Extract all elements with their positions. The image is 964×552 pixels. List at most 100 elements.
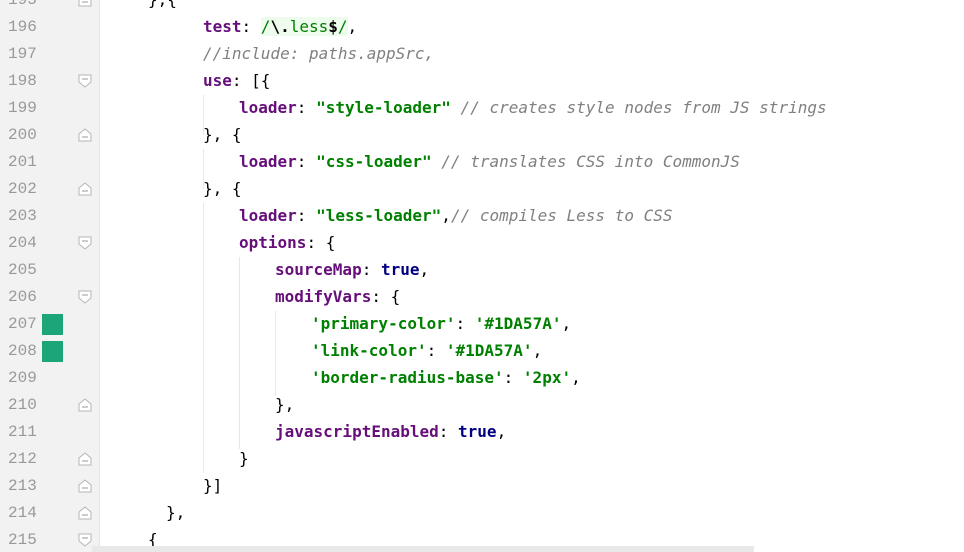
code-line[interactable]: 211 javascriptEnabled: true, — [0, 419, 964, 446]
code-comment: // compiles Less to CSS — [450, 206, 673, 225]
fold-close-icon[interactable] — [78, 0, 92, 7]
code-text: }, { — [203, 179, 242, 198]
indent-guide — [275, 311, 276, 395]
code-line[interactable]: 202 }, { — [0, 176, 964, 203]
code-punctuation: , — [419, 260, 430, 279]
code-punctuation: : — [503, 368, 523, 387]
fold-close-icon[interactable] — [78, 452, 92, 466]
code-line[interactable]: 214 }, — [0, 500, 964, 527]
code-punctuation: , — [347, 17, 358, 36]
line-number: 215 — [8, 531, 37, 549]
code-text: 'link-color': '#1DA57A', — [311, 341, 542, 361]
string-literal: "less-loader" — [316, 206, 442, 225]
fold-open-icon[interactable] — [78, 236, 92, 250]
change-marker[interactable] — [42, 314, 63, 335]
change-marker[interactable] — [42, 341, 63, 362]
code-text: 'border-radius-base': '2px', — [311, 368, 581, 388]
line-number: 202 — [8, 180, 37, 198]
code-text: modifyVars: { — [275, 287, 400, 307]
code-line[interactable]: 208 'link-color': '#1DA57A', — [0, 338, 964, 365]
regex-anchor: $ — [328, 17, 338, 36]
code-line[interactable]: 213 }] — [0, 473, 964, 500]
fold-close-icon[interactable] — [78, 128, 92, 142]
code-line[interactable]: 199 loader: "style-loader" // creates st… — [0, 95, 964, 122]
regex-delimiter: / — [260, 17, 271, 36]
code-line[interactable]: 201 loader: "css-loader" // translates C… — [0, 149, 964, 176]
code-line[interactable]: 203 loader: "less-loader",// compiles Le… — [0, 203, 964, 230]
code-punctuation: : — [438, 422, 459, 441]
code-punctuation: : { — [371, 287, 401, 306]
regex-delimiter: / — [337, 17, 348, 36]
code-line[interactable]: 200 }, { — [0, 122, 964, 149]
code-text: loader: "css-loader" // translates CSS i… — [239, 152, 740, 172]
property-key: modifyVars — [275, 287, 372, 306]
indent-guide — [203, 203, 204, 473]
regex-literal: /\.less$/ — [260, 17, 348, 36]
code-punctuation: : { — [306, 233, 336, 252]
string-literal: "style-loader" — [316, 98, 451, 117]
code-text: options: { — [239, 233, 335, 253]
code-punctuation: , — [532, 341, 543, 360]
line-number: 209 — [8, 369, 37, 387]
property-key: loader — [239, 152, 297, 171]
code-text: sourceMap: true, — [275, 260, 429, 280]
code-punctuation: : — [361, 260, 381, 279]
property-key: test — [203, 17, 242, 36]
property-key: loader — [239, 206, 297, 225]
code-punctuation: : — [296, 98, 317, 117]
fold-close-icon[interactable] — [78, 182, 92, 196]
line-number: 199 — [8, 99, 37, 117]
line-number: 200 — [8, 126, 37, 144]
line-number: 203 — [8, 207, 37, 225]
line-number: 196 — [8, 18, 37, 36]
code-text: }, — [275, 395, 295, 414]
code-text: }, — [166, 503, 186, 522]
code-line[interactable]: 212 } — [0, 446, 964, 473]
code-comment: // translates CSS into CommonJS — [431, 152, 740, 171]
code-line[interactable]: 206 modifyVars: { — [0, 284, 964, 311]
code-punctuation: , — [496, 422, 507, 441]
code-punctuation: , — [441, 206, 451, 225]
property-key: options — [239, 233, 307, 252]
code-punctuation: : [{ — [231, 71, 271, 90]
fold-close-icon[interactable] — [78, 479, 92, 493]
code-line[interactable]: 204 options: { — [0, 230, 964, 257]
line-number: 198 — [8, 72, 37, 90]
code-line[interactable]: 207 'primary-color': '#1DA57A', — [0, 311, 964, 338]
indent-guide — [203, 95, 204, 135]
regex-body: less — [289, 17, 329, 36]
line-number: 211 — [8, 423, 37, 441]
code-line[interactable]: 197 //include: paths.appSrc, — [0, 41, 964, 68]
string-key: 'primary-color' — [311, 314, 456, 333]
code-text: use: [{ — [203, 71, 270, 91]
code-punctuation: , — [561, 314, 572, 333]
code-line[interactable]: 209 'border-radius-base': '2px', — [0, 365, 964, 392]
code-line[interactable]: 205 sourceMap: true, — [0, 257, 964, 284]
fold-close-icon[interactable] — [78, 506, 92, 520]
code-line[interactable]: 210 }, — [0, 392, 964, 419]
indent-guide — [203, 149, 204, 189]
property-key: javascriptEnabled — [275, 422, 439, 441]
code-line[interactable]: 196 test: /\.less$/, — [0, 14, 964, 41]
keyword-literal: true — [458, 422, 497, 441]
line-number: 201 — [8, 153, 37, 171]
line-number: 210 — [8, 396, 37, 414]
line-number: 205 — [8, 261, 37, 279]
code-text: }] — [203, 476, 223, 495]
property-key: use — [203, 71, 232, 90]
regex-escape: \. — [270, 17, 290, 36]
property-key: sourceMap — [275, 260, 362, 279]
fold-close-icon[interactable] — [78, 398, 92, 412]
code-punctuation: : — [241, 17, 261, 36]
fold-open-icon[interactable] — [78, 74, 92, 88]
code-line[interactable]: 195 },{ — [0, 0, 964, 14]
code-line[interactable]: 198 use: [{ — [0, 68, 964, 95]
fold-open-icon[interactable] — [78, 533, 92, 547]
code-punctuation: , — [571, 368, 581, 387]
fold-open-icon[interactable] — [78, 290, 92, 304]
code-text: loader: "style-loader" // creates style … — [239, 98, 827, 118]
property-key: loader — [239, 98, 297, 117]
horizontal-scrollbar[interactable] — [92, 546, 754, 552]
code-line[interactable]: 215 { — [0, 527, 964, 552]
